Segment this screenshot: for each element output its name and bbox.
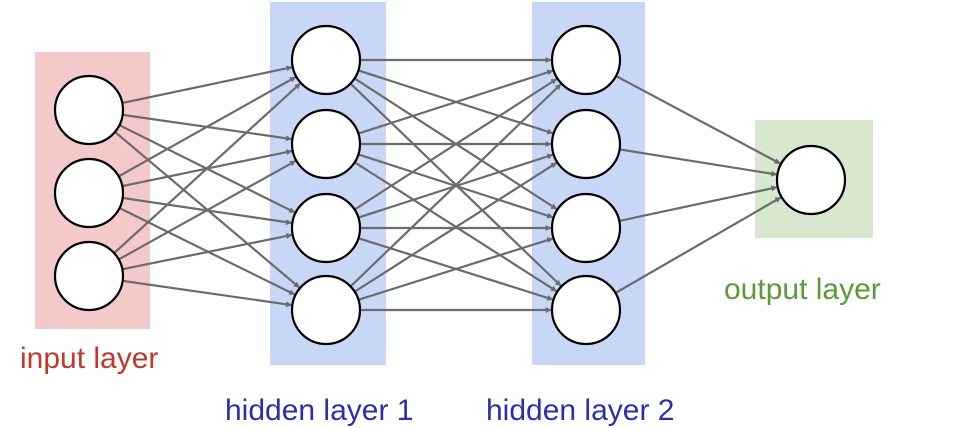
- connection-hidden1-2-to-hidden2-0: [353, 78, 558, 211]
- hidden1-neuron-3: [290, 274, 362, 346]
- connection-hidden1-1-to-hidden2-0: [358, 69, 554, 135]
- connection-hidden2-1-to-output-0: [619, 148, 778, 177]
- output-layer-label: output layer: [724, 275, 881, 305]
- input-neuron-2: [53, 240, 125, 312]
- hidden2-neuron-0: [550, 24, 622, 96]
- hidden1-neuron-0: [290, 24, 362, 96]
- connection-input-2-to-hidden1-1: [118, 160, 296, 261]
- hidden-layer-1-label: hidden layer 1: [225, 394, 414, 427]
- hidden2-neuron-3: [550, 274, 622, 346]
- connection-hidden2-0-to-output-0: [615, 75, 781, 165]
- hidden2-neuron-1: [550, 108, 622, 180]
- connection-input-2-to-hidden1-3: [122, 279, 292, 308]
- connection-input-1-to-hidden1-0: [118, 76, 297, 178]
- connection-input-0-to-hidden1-0: [122, 65, 293, 105]
- hidden-layer-2-label: hidden layer 2: [486, 394, 675, 427]
- input-layer-label: input layer: [20, 342, 159, 375]
- hidden1-neuron-1: [290, 108, 362, 180]
- output-neuron-0: [775, 144, 847, 216]
- connection-hidden1-3-to-hidden2-0: [349, 83, 562, 288]
- hidden2-neuron-2: [550, 192, 622, 264]
- hidden1-neuron-2: [290, 192, 362, 264]
- connection-hidden2-2-to-output-0: [619, 185, 778, 222]
- connection-input-2-to-hidden1-0: [113, 82, 301, 254]
- connection-hidden2-3-to-output-0: [614, 196, 782, 294]
- connection-hidden1-3-to-hidden2-2: [358, 237, 554, 301]
- input-neuron-1: [53, 157, 125, 229]
- connection-hidden1-3-to-hidden2-1: [354, 161, 558, 293]
- input-neuron-0: [53, 74, 125, 146]
- connection-input-2-to-hidden1-2: [122, 233, 293, 271]
